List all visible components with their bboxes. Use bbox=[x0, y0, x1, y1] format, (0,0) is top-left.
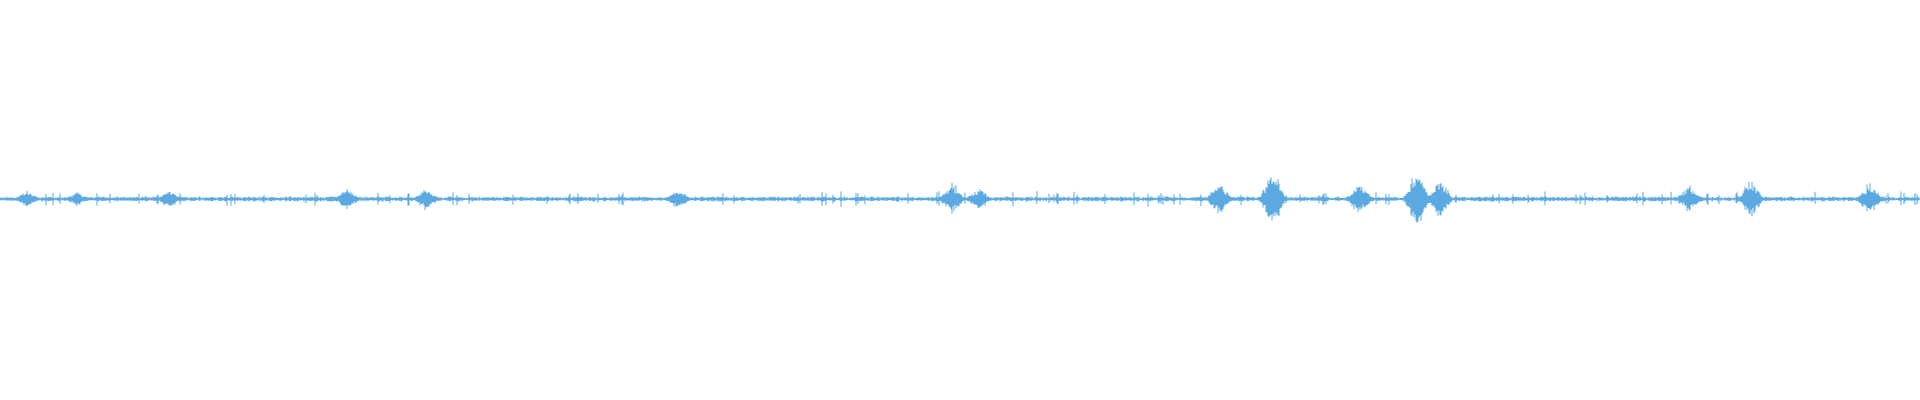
waveform-trace bbox=[0, 177, 1920, 223]
